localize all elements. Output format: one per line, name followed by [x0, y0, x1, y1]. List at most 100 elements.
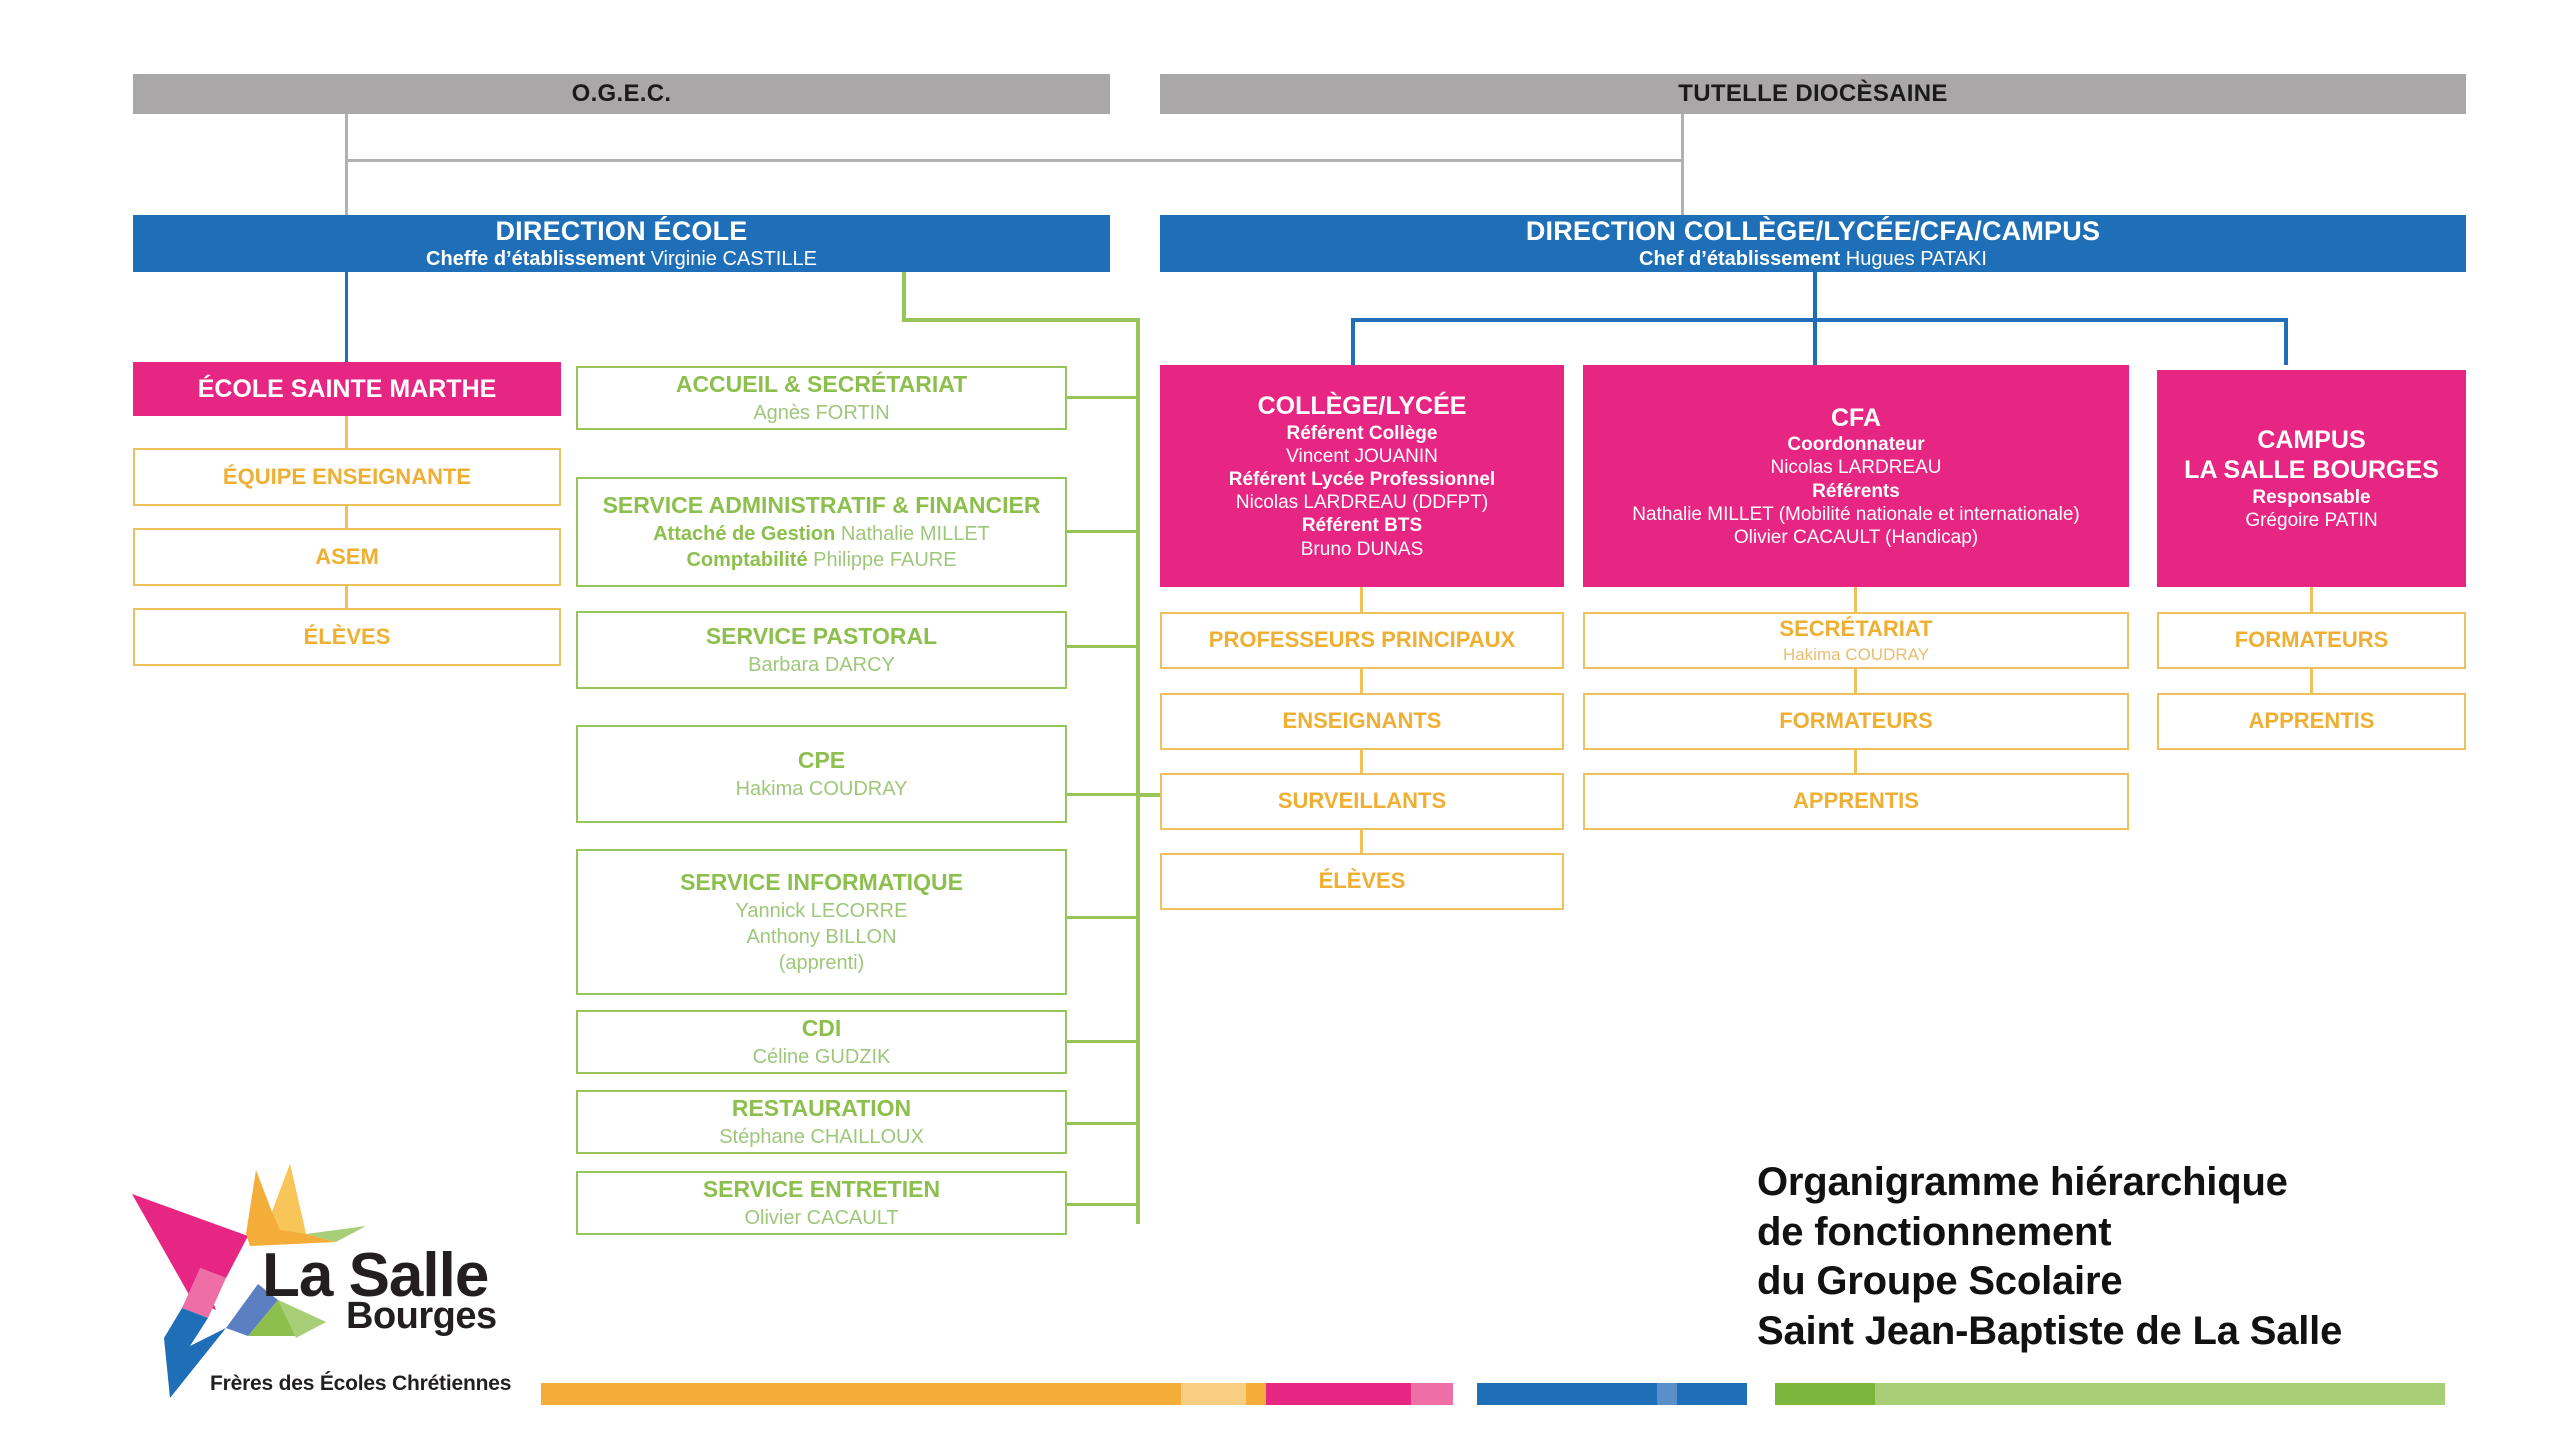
connector-tutelle-vertical	[1681, 114, 1684, 215]
service-pastoral-title: SERVICE PASTORAL	[705, 623, 938, 650]
branch-college-child-profs: PROFESSEURS PRINCIPAUX	[1160, 612, 1564, 669]
branch-cfa-child-apprentis-label: APPRENTIS	[1793, 788, 1919, 814]
governance-label-ogec: O.G.E.C.	[571, 80, 672, 107]
footer-bar-blue	[1477, 1383, 1657, 1405]
branch-cfa-child-secretariat-label: SECRÉTARIAT	[1779, 616, 1933, 642]
logo-name-sub: Bourges	[346, 1295, 497, 1337]
connector-service-administratif	[1067, 530, 1138, 533]
connector-service-cpe	[1067, 793, 1138, 796]
direction-box-ecole: DIRECTION ÉCOLE Cheffe d’établissement V…	[133, 215, 1110, 272]
service-cpe-person: Hakima COUDRAY	[735, 777, 908, 800]
governance-bar-ogec: O.G.E.C.	[133, 74, 1110, 114]
branch-head-campus: CAMPUS LA SALLE BOURGES Responsable Grég…	[2157, 370, 2466, 587]
connector-cfa-3	[1854, 750, 1857, 775]
direction-ecole-role: Cheffe d’établissement	[426, 247, 645, 270]
page-title-line3: du Groupe Scolaire	[1757, 1259, 2123, 1304]
school-item-asem: ASEM	[133, 528, 561, 586]
service-administratif-role2: Comptabilité	[686, 548, 808, 571]
direction-secondaire-title: DIRECTION COLLÈGE/LYCÉE/CFA/CAMPUS	[1525, 215, 2101, 246]
connector-services-trunk	[1136, 318, 1140, 1224]
school-item-equipe-label: ÉQUIPE ENSEIGNANTE	[222, 463, 472, 489]
service-informatique-person2: Anthony BILLON	[746, 925, 897, 948]
direction-ecole-title: DIRECTION ÉCOLE	[495, 215, 748, 246]
footer-bar-light-yellow	[1181, 1383, 1246, 1405]
service-box-entretien: SERVICE ENTRETIEN Olivier CACAULT	[576, 1171, 1067, 1235]
footer-bar-pink	[1411, 1383, 1453, 1405]
connector-branch-cfa-drop	[1813, 318, 1817, 365]
branch-campus-child-apprentis: APPRENTIS	[2157, 693, 2466, 750]
footer-bar-orange-2	[1246, 1383, 1266, 1405]
connector-campus-2	[2310, 669, 2313, 694]
connector-college-4	[1360, 830, 1363, 855]
branch-campus-title-line1: CAMPUS	[2257, 425, 2366, 454]
direction-ecole-person: Cheffe d’établissement Virginie CASTILLE	[426, 248, 817, 272]
connector-college-2	[1360, 669, 1363, 694]
service-administratif-role1: Attaché de Gestion	[653, 522, 836, 545]
branch-college-person3: Bruno DUNAS	[1300, 538, 1424, 560]
branch-college-child-eleves: ÉLÈVES	[1160, 853, 1564, 910]
connector-school-1	[345, 416, 348, 448]
branch-college-role1: Référent Collège	[1286, 422, 1438, 444]
connector-service-cdi	[1067, 1040, 1138, 1043]
connector-trunk-to-college	[1136, 793, 1160, 797]
connector-branch-campus-drop	[2284, 318, 2288, 365]
footer-bar-magenta	[1266, 1383, 1411, 1405]
footer-bar-blue-2	[1677, 1383, 1747, 1405]
branch-college-child-surveillants: SURVEILLANTS	[1160, 773, 1564, 830]
branch-cfa-child-formateurs: FORMATEURS	[1583, 693, 2129, 750]
service-box-informatique: SERVICE INFORMATIQUE Yannick LECORRE Ant…	[576, 849, 1067, 995]
school-item-eleves: ÉLÈVES	[133, 608, 561, 666]
service-restauration-person: Stéphane CHAILLOUX	[719, 1125, 924, 1148]
service-cdi-title: CDI	[801, 1015, 842, 1042]
page-title-line4: Saint Jean-Baptiste de La Salle	[1757, 1308, 2343, 1353]
logo-name-main: La Salle	[262, 1241, 489, 1310]
connector-school-3	[345, 586, 348, 618]
branch-cfa-child-secretariat: SECRÉTARIAT Hakima COUDRAY	[1583, 612, 2129, 669]
footer-bar-blue-light	[1657, 1383, 1677, 1405]
branch-cfa-person1: Nicolas LARDREAU	[1770, 457, 1942, 479]
connector-service-accueil	[1067, 396, 1138, 399]
connector-cfa-1	[1854, 587, 1857, 612]
service-box-restauration: RESTAURATION Stéphane CHAILLOUX	[576, 1090, 1067, 1154]
connector-governance-horizontal	[345, 159, 1684, 162]
school-item-asem-label: ASEM	[315, 543, 379, 569]
branch-cfa-person2: Nathalie MILLET (Mobilité nationale et i…	[1632, 503, 2080, 525]
service-box-cdi: CDI Céline GUDZIK	[576, 1010, 1067, 1074]
service-pastoral-person: Barbara DARCY	[748, 653, 895, 676]
direction-ecole-name: Virginie CASTILLE	[650, 247, 817, 270]
connector-ecole-vertical	[345, 272, 348, 362]
branch-cfa-role1: Coordonnateur	[1787, 434, 1925, 456]
page-title-line1: Organigramme hiérarchique	[1757, 1160, 2288, 1204]
service-informatique-title: SERVICE INFORMATIQUE	[680, 869, 963, 896]
branch-campus-child-formateurs-label: FORMATEURS	[2234, 627, 2389, 653]
connector-services-riser	[902, 272, 906, 322]
service-restauration-title: RESTAURATION	[731, 1095, 912, 1122]
service-informatique-person3: (apprenti)	[778, 951, 865, 974]
connector-service-entretien	[1067, 1203, 1138, 1206]
branch-cfa-child-secretariat-person: Hakima COUDRAY	[1782, 644, 1930, 664]
connector-service-informatique	[1067, 916, 1138, 919]
connector-service-pastoral	[1067, 645, 1138, 648]
direction-box-secondaire: DIRECTION COLLÈGE/LYCÉE/CFA/CAMPUS Chef …	[1160, 215, 2466, 272]
connector-ogec-vertical	[345, 114, 348, 215]
service-cdi-person: Céline GUDZIK	[752, 1045, 891, 1068]
branch-cfa-child-apprentis: APPRENTIS	[1583, 773, 2129, 830]
branch-head-cfa: CFA Coordonnateur Nicolas LARDREAU Référ…	[1583, 365, 2129, 587]
service-administratif-person2: Philippe FAURE	[813, 548, 957, 571]
branch-college-person1: Vincent JOUANIN	[1286, 445, 1438, 467]
branch-campus-role1: Responsable	[2252, 486, 2371, 508]
connector-services-horizontal	[902, 318, 1140, 322]
la-salle-star-icon	[132, 1164, 366, 1398]
service-box-administratif: SERVICE ADMINISTRATIF & FINANCIER Attach…	[576, 477, 1067, 587]
connector-college-3	[1360, 750, 1363, 775]
branch-cfa-person3: Olivier CACAULT (Handicap)	[1733, 527, 1979, 548]
service-informatique-person1: Yannick LECORRE	[735, 899, 908, 922]
logo-tagline: Frères des Écoles Chrétiennes	[210, 1372, 512, 1395]
page-title: Organigramme hiérarchique de fonctionnem…	[1757, 1158, 2477, 1356]
connector-secondaire-riser	[1813, 272, 1817, 322]
branch-head-college: COLLÈGE/LYCÉE Référent Collège Vincent J…	[1160, 365, 1564, 587]
service-accueil-person: Agnès FORTIN	[753, 401, 890, 424]
branch-cfa-role2: Référents	[1812, 480, 1900, 502]
direction-secondaire-role: Chef d’établissement	[1639, 247, 1841, 270]
